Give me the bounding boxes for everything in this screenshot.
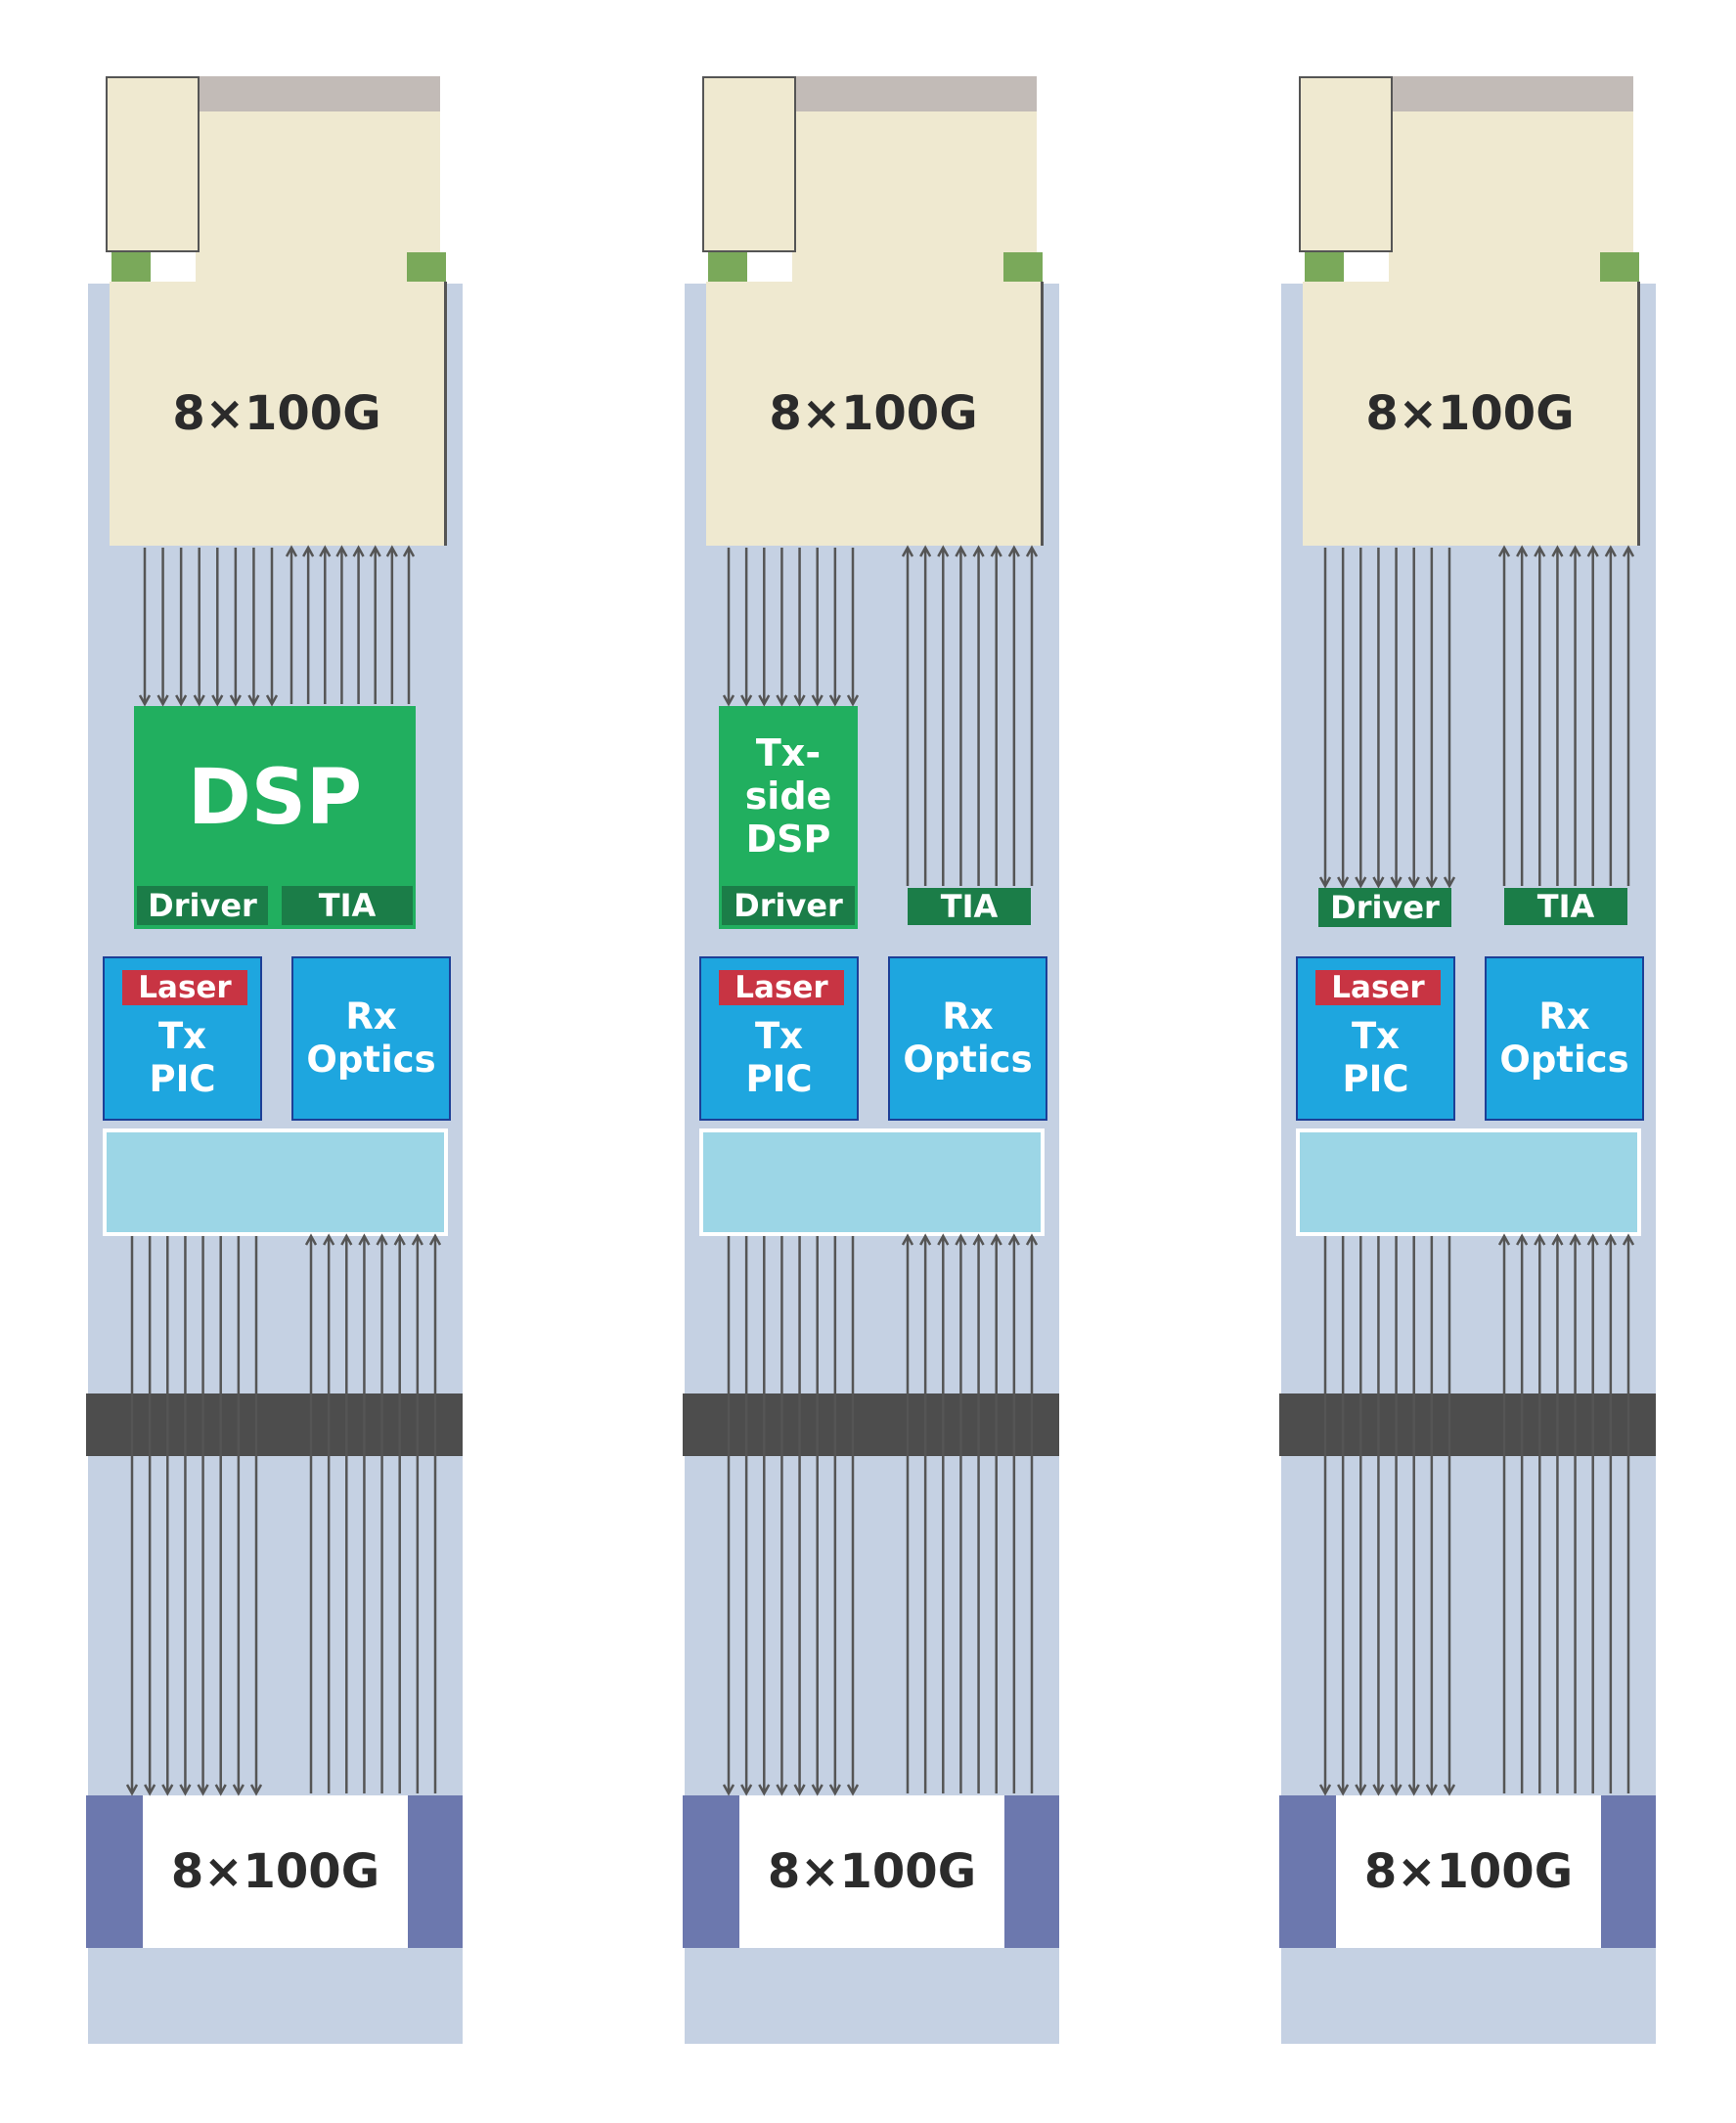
optical-connector: 8×100G xyxy=(739,1795,1004,1948)
connector-side-right xyxy=(1004,1795,1059,1948)
laser-label: Laser xyxy=(734,970,828,1005)
rx-optics-label: Rx Optics xyxy=(306,995,436,1081)
host-interface-label: 8×100G xyxy=(172,386,381,441)
electrical-interface-block: 8×100G xyxy=(1303,282,1640,546)
dsp-title: Tx- side DSP xyxy=(744,731,832,861)
rx-optics-label: Rx Optics xyxy=(1499,995,1629,1081)
module-tx-side-dsp: 8×100G Tx- side DSP Driver TIA Tx PIC La… xyxy=(597,0,1086,2123)
tia-block: TIA xyxy=(1504,888,1627,925)
electrical-interface-block: 8×100G xyxy=(706,282,1044,546)
driver-block: Driver xyxy=(137,886,268,925)
optical-mux-block xyxy=(699,1128,1045,1236)
module-band xyxy=(86,1393,463,1456)
connector-label: 8×100G xyxy=(170,1844,380,1899)
optical-connector: 8×100G xyxy=(1336,1795,1601,1948)
driver-block: Driver xyxy=(722,886,855,925)
tx-pic-label: Tx PIC xyxy=(745,1015,813,1100)
host-contact-pad-left xyxy=(111,252,151,282)
host-contact-pad-right xyxy=(1003,252,1043,282)
electrical-interface-block: 8×100G xyxy=(110,282,447,546)
host-latch xyxy=(702,76,796,252)
tia-label: TIA xyxy=(940,888,999,925)
tia-label: TIA xyxy=(318,887,377,924)
rx-optics-block: Rx Optics xyxy=(291,956,451,1121)
tx-pic-label: Tx PIC xyxy=(149,1015,216,1100)
connector-label: 8×100G xyxy=(1363,1844,1574,1899)
module-full-dsp: 8×100G DSP Driver TIA Tx PIC Laser Rx Op… xyxy=(0,0,489,2123)
optical-mux-block xyxy=(103,1128,448,1236)
rx-optics-block: Rx Optics xyxy=(1485,956,1644,1121)
rx-optics-block: Rx Optics xyxy=(888,956,1047,1121)
host-board xyxy=(792,111,1037,284)
rx-optics-label: Rx Optics xyxy=(903,995,1033,1081)
host-latch xyxy=(106,76,200,252)
tia-block: TIA xyxy=(282,886,413,925)
connector-label: 8×100G xyxy=(767,1844,977,1899)
tia-label: TIA xyxy=(1536,888,1595,925)
optical-mux-block xyxy=(1296,1128,1641,1236)
host-interface-label: 8×100G xyxy=(1365,386,1575,441)
connector-side-right xyxy=(408,1795,463,1948)
module-linear-drive: 8×100G Driver TIA Tx PIC Laser Rx Optics… xyxy=(1193,0,1682,2123)
host-interface-label: 8×100G xyxy=(769,386,978,441)
laser-block: Laser xyxy=(1315,970,1441,1005)
driver-label: Driver xyxy=(148,887,257,924)
driver-block: Driver xyxy=(1318,888,1451,927)
host-board xyxy=(1389,111,1633,284)
connector-side-left xyxy=(1279,1795,1336,1948)
driver-label: Driver xyxy=(734,887,843,924)
module-band xyxy=(683,1393,1059,1456)
laser-block: Laser xyxy=(719,970,844,1005)
host-contact-pad-right xyxy=(1600,252,1639,282)
host-board-edge xyxy=(1389,76,1633,113)
tx-pic-label: Tx PIC xyxy=(1342,1015,1409,1100)
connector-side-left xyxy=(683,1795,739,1948)
host-board xyxy=(196,111,440,284)
connector-side-right xyxy=(1601,1795,1656,1948)
host-contact-pad-left xyxy=(1305,252,1344,282)
connector-side-left xyxy=(86,1795,143,1948)
dsp-title: DSP xyxy=(187,754,363,842)
host-board-edge xyxy=(792,76,1037,113)
laser-label: Laser xyxy=(1331,970,1425,1005)
laser-label: Laser xyxy=(138,970,232,1005)
host-contact-pad-left xyxy=(708,252,747,282)
host-latch xyxy=(1299,76,1393,252)
optical-connector: 8×100G xyxy=(143,1795,408,1948)
tia-block: TIA xyxy=(908,888,1031,925)
driver-label: Driver xyxy=(1330,889,1440,926)
module-band xyxy=(1279,1393,1656,1456)
laser-block: Laser xyxy=(122,970,247,1005)
host-contact-pad-right xyxy=(407,252,446,282)
host-board-edge xyxy=(196,76,440,113)
